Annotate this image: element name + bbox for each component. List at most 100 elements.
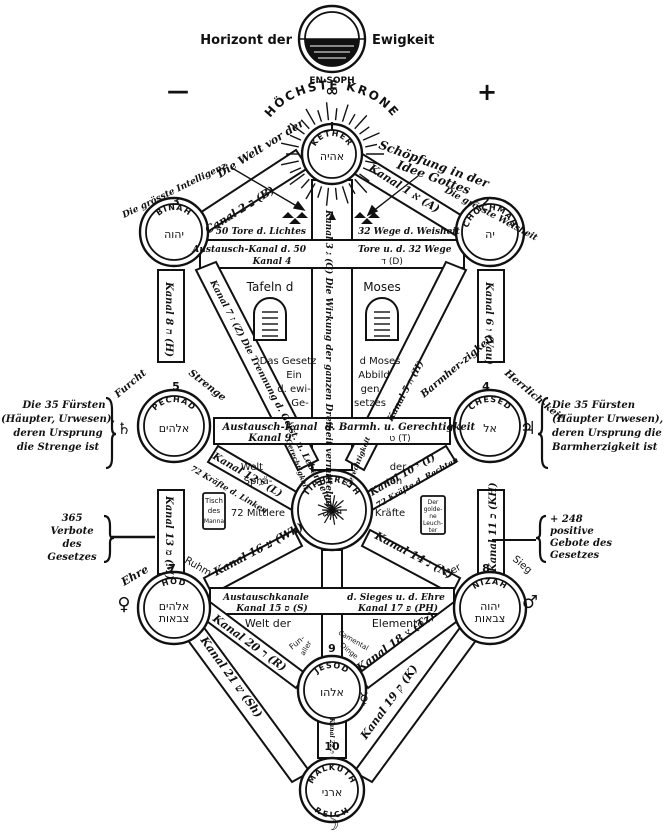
band-chochmah-chesed	[477, 269, 505, 363]
ray	[359, 126, 370, 135]
sephira-number: 5	[172, 380, 180, 393]
sephira-inner-ring	[461, 203, 519, 261]
sephira-inner-ring	[459, 577, 521, 639]
ray	[359, 173, 370, 182]
tisch-des-manna: Tisch des Manna	[204, 497, 224, 525]
side-note-line: positive	[550, 526, 594, 537]
label-72-mittlere: 72 Mittlere	[231, 508, 285, 519]
label-moses: Moses	[363, 280, 401, 294]
gesetz-left-line: Ge-	[291, 398, 309, 409]
label-32-wege: 32 Wege d. Weisheit	[358, 227, 461, 237]
tisch-line: des	[208, 507, 221, 515]
side-note-line: deren Ursprung die	[552, 428, 662, 439]
ray	[354, 114, 368, 130]
burst-ray	[323, 509, 333, 524]
sephira-name: HOD	[161, 577, 188, 588]
jupiter-icon: ♃	[520, 418, 536, 439]
tablet-left-icon	[253, 297, 287, 341]
sephiroth: KETHERאהיהCHOCHMAHיה2BINAHיהוה3CHESEDאל4…	[136, 122, 528, 824]
label-sieg: Sieg	[510, 554, 534, 576]
en-soph-label: EN·SOPH	[309, 76, 354, 86]
plus-sign: +	[477, 78, 497, 106]
label-kanal-4: Kanal 4	[252, 257, 292, 267]
sephira-inner-ring	[145, 203, 203, 261]
ray	[348, 113, 356, 125]
label-tore-32-wege: Tore u. d. 32 Wege	[358, 245, 452, 255]
mars-icon: ♂	[522, 592, 538, 613]
brace-left-top	[105, 396, 117, 470]
band-binah-chochmah	[199, 239, 465, 269]
sephira-number: 4	[482, 380, 490, 393]
brace-left-bottom	[103, 514, 115, 564]
tisch-line: Tisch	[204, 497, 223, 505]
ray	[334, 187, 338, 200]
sephira-hebrew: יהוה	[480, 600, 500, 613]
gesetz-left-block: Das Gesetz Ein d. ewi- Ge-	[260, 356, 317, 409]
leuchter-line: ter	[429, 527, 438, 534]
label-kanal-9: Kanal 9	[247, 433, 291, 444]
goldene-leuchter: Der golde- ne Leuch- ter	[423, 499, 443, 534]
sephira-hebrew: ארני	[322, 786, 342, 799]
label-der: der	[390, 462, 408, 473]
crown-number: I	[330, 120, 334, 133]
arrow-left	[231, 167, 301, 209]
ray	[289, 167, 302, 174]
ray	[365, 160, 378, 165]
side-note-left-top: Die 35 Fürsten (Häupter, Urwesen), deren…	[1, 400, 115, 453]
sephira-inner-ring	[143, 395, 205, 457]
moon-icon: ☽	[325, 815, 339, 834]
burst-ray	[331, 509, 344, 521]
band-hod-nizah	[209, 587, 455, 615]
gesetz-left-line: Ein	[286, 370, 301, 381]
sephira-name: NIZAH	[471, 577, 509, 591]
side-note-line: Die 35 Fürsten	[551, 400, 635, 411]
sephira-inner-ring	[459, 395, 521, 457]
mountain-glyphs	[282, 212, 380, 224]
ray	[289, 122, 305, 135]
arrows	[231, 167, 419, 217]
label-50-tore: 50 Tore d. Lichtes	[216, 227, 306, 237]
sephira-inner-ring	[303, 661, 361, 719]
label-tafeln-d: Tafeln d	[246, 280, 294, 294]
band-pechad-chesed	[213, 417, 451, 445]
sephira-name: BINAH	[155, 203, 194, 218]
sephira-hebrew: אלהים	[159, 422, 190, 435]
side-note-line: 365	[62, 513, 83, 524]
tiphereth-sunburst-icon	[317, 495, 347, 525]
arrow-right	[371, 175, 419, 213]
label-austauschkanale: Austauschkanale	[222, 593, 309, 603]
ray	[305, 108, 316, 125]
ray	[289, 134, 302, 141]
tisch-line: Manna	[204, 518, 224, 525]
ray	[325, 187, 330, 206]
ray	[362, 167, 380, 176]
side-note-line: die Strenge ist	[17, 442, 100, 453]
sephira-hebrew: צבאות	[475, 612, 505, 625]
side-note-line: Die 35 Fürsten	[21, 400, 105, 411]
sephira-hebrew: אלהים	[159, 600, 190, 613]
side-note-line: deren Ursprung	[13, 428, 102, 439]
side-note-line: (Häupter Urwesen),	[552, 414, 663, 425]
channel-bands	[157, 148, 505, 784]
side-note-line: des	[63, 539, 82, 550]
sephira-hebrew: צבאות	[159, 612, 189, 625]
ray	[365, 143, 378, 148]
ray	[354, 178, 368, 194]
horizon-right-label: Ewigkeit	[372, 33, 434, 48]
label-furcht: Furcht	[112, 368, 149, 401]
label-sphaeren: Sphä-	[244, 476, 273, 487]
label-austausch-kanal: Austausch-Kanal	[222, 422, 318, 433]
channel-8-label: Kanal 8 ח (H)	[163, 281, 174, 357]
sephira-number: 2	[482, 195, 490, 208]
kether-rays	[280, 102, 384, 206]
ray	[334, 108, 338, 121]
sephira-number: 7	[168, 562, 176, 575]
